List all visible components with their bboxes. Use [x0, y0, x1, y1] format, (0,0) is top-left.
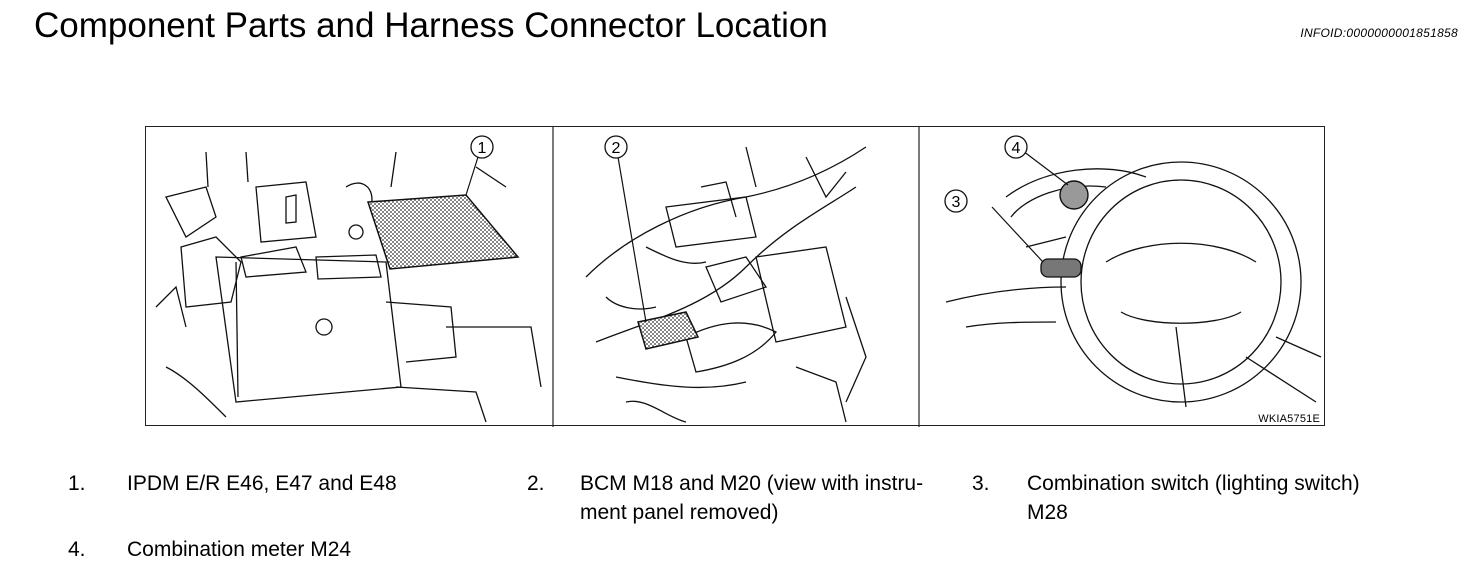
info-id: INFOID:0000000001851858 [1300, 26, 1458, 40]
callout-2-label: 2 [612, 140, 621, 157]
legend-number: 4. [68, 538, 86, 561]
callout-4: 4 [1004, 135, 1028, 159]
callout-leader-1 [465, 156, 479, 196]
panel-bcm-location [585, 146, 867, 423]
callout-1: 1 [470, 135, 494, 159]
callout-leader-3 [991, 206, 1044, 263]
legend-text: Combination meter M24 [127, 538, 352, 561]
legend-text-line-1: Combination switch (lighting switch) [1027, 472, 1360, 495]
bcm-unit [637, 311, 700, 350]
legend-text-line-1: BCM M18 and M20 (view with instru- [580, 472, 924, 495]
callout-4-label: 4 [1012, 140, 1021, 157]
legend-text-line-2: ment panel removed) [580, 501, 779, 524]
callout-leader-4 [1022, 150, 1069, 186]
combination-meter [1059, 180, 1089, 210]
panel-engine-compartment [155, 151, 542, 423]
component-location-figure: 1 2 [145, 126, 1325, 427]
figure-illustration: 1 2 [155, 127, 1322, 427]
ipdm-er-unit [366, 194, 520, 270]
callout-2: 2 [604, 135, 628, 159]
callout-leader-2 [617, 156, 647, 323]
callout-1-label: 1 [478, 140, 487, 157]
legend-number: 3. [972, 472, 990, 495]
panel-steering-area [945, 161, 1322, 408]
callout-3: 3 [944, 189, 968, 213]
page-title: Component Parts and Harness Connector Lo… [34, 6, 828, 45]
figure-code: WKIA5751E [1258, 413, 1320, 425]
legend-text: IPDM E/R E46, E47 and E48 [127, 472, 397, 495]
legend-text-line-2: M28 [1027, 501, 1068, 524]
legend-number: 1. [68, 472, 86, 495]
callout-3-label: 3 [952, 194, 961, 211]
legend-number: 2. [527, 472, 545, 495]
combination-switch [1040, 258, 1082, 278]
